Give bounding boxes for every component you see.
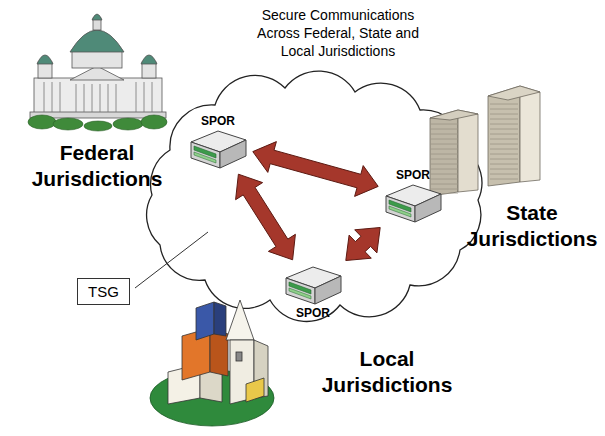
block-arrow [236,174,296,260]
callout-text: TSG [88,282,119,301]
router-icon [383,182,443,224]
callout-box: TSG [77,278,130,305]
capitol-building [30,14,166,118]
device-label: SPOR [296,306,330,320]
jurisdiction-label: State Jurisdictions [462,200,602,252]
device-label: SPOR [396,168,430,182]
office-towers [430,86,540,196]
town-buildings [150,300,274,426]
leader-line [135,232,208,288]
title: Secure Communications Across Federal, St… [256,6,420,60]
router-icon [283,264,343,306]
spor-device: SPOR [283,264,343,320]
spor-device: SPOR [188,114,248,170]
router-icon [188,128,248,170]
block-arrow [253,142,378,197]
block-arrow [346,228,380,261]
jurisdiction-label: Local Jurisdictions [320,346,454,398]
jurisdiction-label: Federal Jurisdictions [22,140,172,192]
shrubs [28,115,167,131]
spor-device: SPOR [383,168,443,224]
device-label: SPOR [201,114,235,128]
network-cloud [147,71,482,321]
